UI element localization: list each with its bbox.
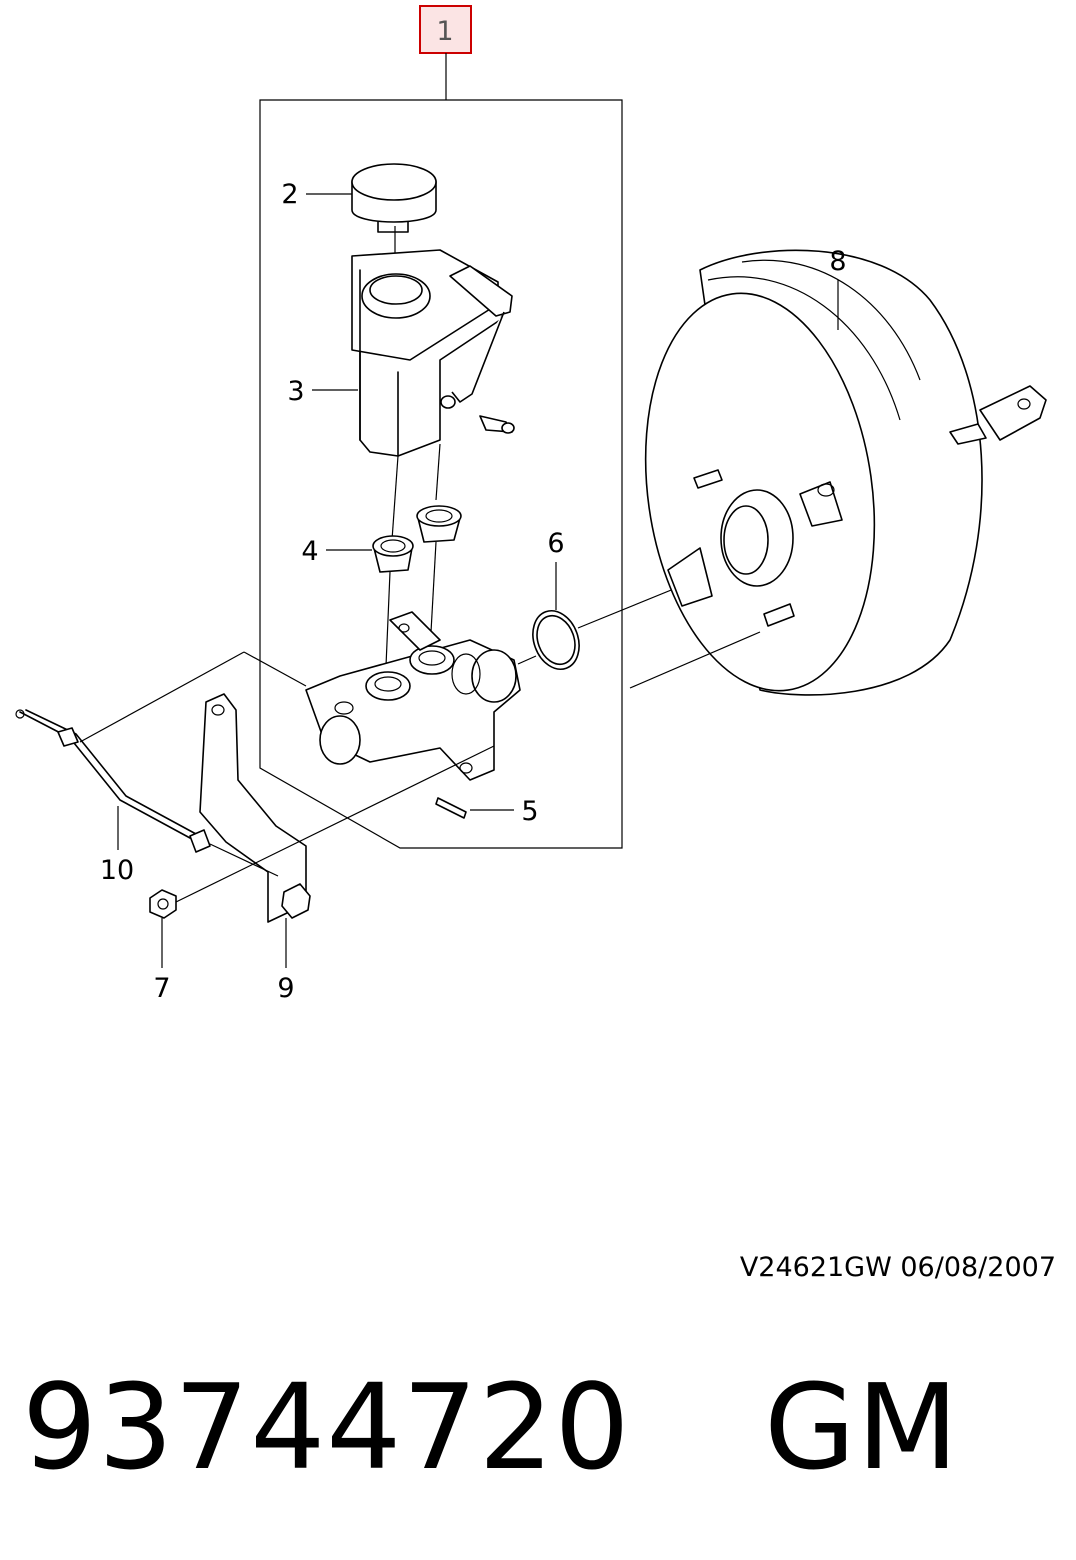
callout-10-label[interactable]: 10 (100, 855, 134, 886)
drawing-reference: V24621GW 06/08/2007 (739, 1252, 1056, 1283)
callout-3-label[interactable]: 3 (287, 376, 304, 407)
brake-line (15, 709, 211, 853)
brake-booster (644, 249, 1047, 696)
brand-name: GM (764, 1358, 960, 1496)
grommet-left (372, 535, 414, 573)
callout-1-label: 1 (436, 16, 453, 47)
fluid-reservoir (351, 249, 515, 457)
grommet-left-axis (385, 571, 391, 667)
callout-4-label[interactable]: 4 (301, 536, 318, 567)
line-axis-link (243, 651, 307, 687)
oring-axis-in (517, 655, 537, 665)
bracket (199, 693, 311, 923)
exploded-parts-diagram: 1 (15, 5, 1047, 1004)
nut-axis (175, 745, 495, 903)
line-axis-lower (209, 843, 279, 877)
nut (149, 889, 177, 919)
reservoir-axis-left (391, 455, 399, 541)
pin (435, 797, 467, 819)
callout-7-label[interactable]: 7 (153, 973, 170, 1004)
assembly-boundary (259, 99, 623, 849)
reservoir-cap (351, 163, 437, 233)
callout-1[interactable]: 1 (419, 5, 472, 54)
callout-2-label[interactable]: 2 (281, 179, 298, 210)
part-number-line: 93744720 GM (22, 1358, 959, 1496)
callout-5-label[interactable]: 5 (521, 796, 538, 827)
callout-9-label[interactable]: 9 (277, 973, 294, 1004)
callout-8-label[interactable]: 8 (829, 246, 846, 277)
line-axis-upper (79, 651, 245, 743)
callout-6-label[interactable]: 6 (547, 528, 564, 559)
master-cylinder (305, 611, 521, 781)
reservoir-axis-right (435, 443, 441, 501)
booster-stud-axis (629, 631, 761, 689)
grommet-right (416, 505, 462, 543)
part-number: 93744720 (22, 1358, 631, 1496)
o-ring (532, 610, 580, 670)
